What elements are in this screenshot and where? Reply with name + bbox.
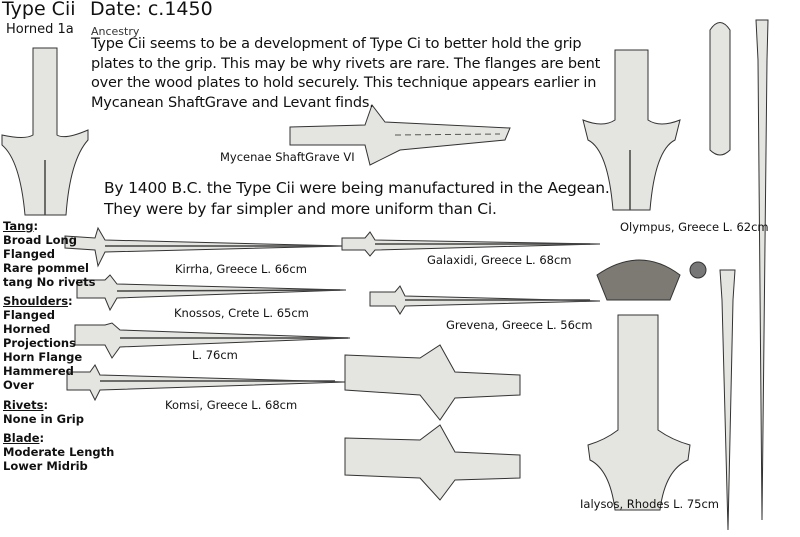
feature-item: Hammered (3, 364, 74, 378)
date-label: Date: c.1450 (90, 0, 213, 20)
type-subtitle: Horned 1a (6, 22, 74, 37)
feature-item: None in Grip (3, 412, 84, 426)
feature-item: tang No rivets (3, 275, 96, 289)
grevena-sword-drawing (369, 285, 601, 315)
horned-hilt-drawing (1, 47, 89, 216)
tang-heading: Tang (3, 219, 34, 233)
aegean-paragraph: By 1400 B.C. the Type Cii were being man… (104, 178, 610, 220)
feature-list: Tang: Broad Long Flanged Rare pommel tan… (3, 219, 115, 473)
feature-item: Flanged (3, 247, 56, 261)
feature-item: Moderate Length (3, 445, 115, 459)
hilt-detail-drawings (344, 344, 521, 501)
type-title: Type Cii (2, 0, 76, 20)
ancestry-label: Ancestry (91, 25, 140, 38)
mycenae-caption: Mycenae ShaftGrave VI (220, 150, 355, 164)
shoulders-heading: Shoulders (3, 294, 69, 308)
intro-paragraph: Type Cii seems to be a development of Ty… (91, 35, 600, 113)
komsi-sword-drawing (66, 364, 346, 402)
l76-sword-drawing (74, 322, 351, 359)
feature-item: Rare pommel (3, 261, 89, 275)
rivets-heading: Rivets (3, 398, 44, 412)
feature-item: Horned (3, 322, 51, 336)
intro-line: over the wood plates to hold securely. T… (91, 75, 597, 91)
feature-item: Projections (3, 336, 76, 350)
komsi-caption: Komsi, Greece L. 68cm (165, 398, 298, 412)
feature-item: Horn Flange (3, 350, 83, 364)
intro-line: plates to the grip. This may be why rive… (91, 55, 601, 72)
mycenae-sword-drawing (289, 103, 511, 166)
kirrha-sword-drawing (64, 226, 346, 268)
blade-heading: Blade (3, 431, 40, 445)
knossos-sword-drawing (76, 274, 347, 312)
intro-line: Type Cii seems to be a development of Ty… (91, 36, 582, 52)
galaxidi-sword-drawing (341, 231, 601, 257)
feature-item: Lower Midrib (3, 459, 88, 473)
grevena-caption: Grevena, Greece L. 56cm (446, 318, 593, 332)
knossos-caption: Knossos, Crete L. 65cm (174, 306, 309, 320)
olympus-sword-drawing (582, 19, 769, 521)
aegean-line: By 1400 B.C. the Type Cii were being man… (104, 179, 610, 197)
l76-caption: L. 76cm (192, 348, 238, 362)
feature-item: Over (3, 378, 34, 392)
feature-item: Broad Long (3, 233, 77, 247)
intro-line: Mycanean ShaftGrave and Levant finds. (91, 94, 374, 111)
galaxidi-caption: Galaxidi, Greece L. 68cm (427, 253, 572, 267)
ialysos-caption: Ialysos, Rhodes L. 75cm (580, 497, 719, 511)
feature-item: Flanged (3, 308, 56, 322)
kirrha-caption: Kirrha, Greece L. 66cm (175, 262, 307, 276)
ialysos-sword-drawing (587, 259, 736, 531)
aegean-line: They were by far simpler and more unifor… (104, 200, 497, 218)
olympus-caption: Olympus, Greece L. 62cm (620, 220, 769, 234)
